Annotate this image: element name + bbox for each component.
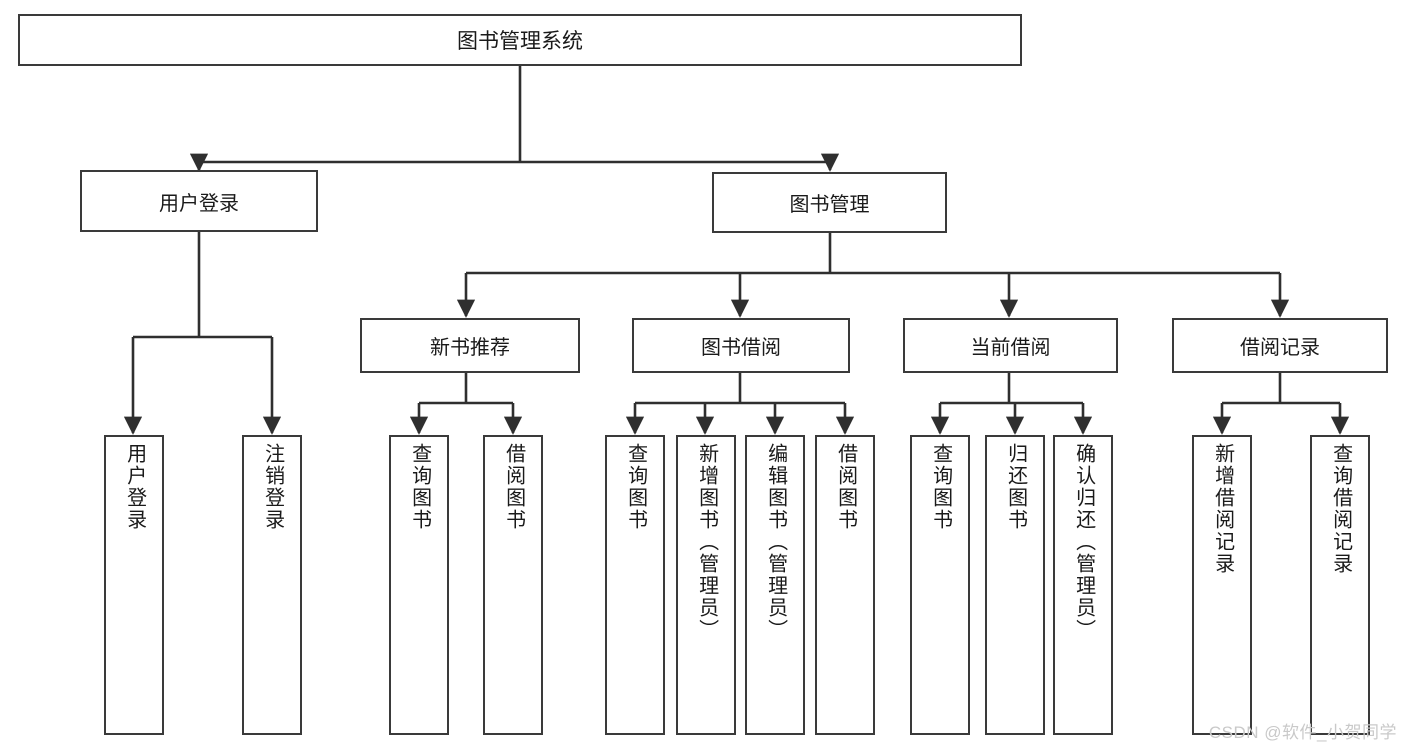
node-new-book-recommend[interactable]: 新书推荐 [360,318,580,373]
node-label: 新书推荐 [430,337,510,359]
node-book-borrow[interactable]: 图书借阅 [632,318,850,373]
leaf-user-login-logout[interactable]: 注销登录 [242,435,302,735]
node-label: 编辑图书（管理员） [764,443,787,641]
node-label: 查询图书 [408,443,431,531]
node-book-management[interactable]: 图书管理 [712,172,947,233]
leaf-user-login-login[interactable]: 用户登录 [104,435,164,735]
node-label: 确认归还（管理员） [1072,443,1095,641]
node-label: 图书管理系统 [457,30,583,53]
node-borrow-record[interactable]: 借阅记录 [1172,318,1388,373]
node-label: 新增图书（管理员） [695,443,718,641]
node-label: 借阅记录 [1240,337,1320,359]
node-label: 当前借阅 [970,337,1051,359]
leaf-current-borrow-confirm-return-admin[interactable]: 确认归还（管理员） [1053,435,1113,735]
leaf-book-borrow-add-book-admin[interactable]: 新增图书（管理员） [676,435,736,735]
leaf-borrow-record-query-record[interactable]: 查询借阅记录 [1310,435,1370,735]
node-label: 图书借阅 [701,337,781,359]
leaf-new-book-borrow-book[interactable]: 借阅图书 [483,435,543,735]
node-user-login[interactable]: 用户登录 [80,170,318,232]
node-label: 新增借阅记录 [1211,443,1234,575]
node-label: 注销登录 [261,443,284,531]
node-label: 用户登录 [159,192,239,215]
node-label: 用户登录 [123,443,146,531]
node-label: 借阅图书 [834,443,857,531]
node-label: 归还图书 [1004,443,1027,531]
leaf-book-borrow-edit-book-admin[interactable]: 编辑图书（管理员） [745,435,805,735]
leaf-borrow-record-add-record[interactable]: 新增借阅记录 [1192,435,1252,735]
node-label: 图书管理 [789,194,870,216]
node-root-book-management-system[interactable]: 图书管理系统 [18,14,1022,66]
leaf-book-borrow-borrow-book[interactable]: 借阅图书 [815,435,875,735]
node-label: 查询图书 [624,443,647,531]
leaf-book-borrow-query-book[interactable]: 查询图书 [605,435,665,735]
node-label: 查询图书 [929,443,952,531]
node-label: 借阅图书 [502,443,525,531]
node-label: 查询借阅记录 [1329,443,1352,575]
node-current-borrow[interactable]: 当前借阅 [903,318,1118,373]
leaf-new-book-query-book[interactable]: 查询图书 [389,435,449,735]
watermark: CSDN @软件_小贺同学 [1208,723,1397,742]
leaf-current-borrow-query-book[interactable]: 查询图书 [910,435,970,735]
leaf-current-borrow-return-book[interactable]: 归还图书 [985,435,1045,735]
